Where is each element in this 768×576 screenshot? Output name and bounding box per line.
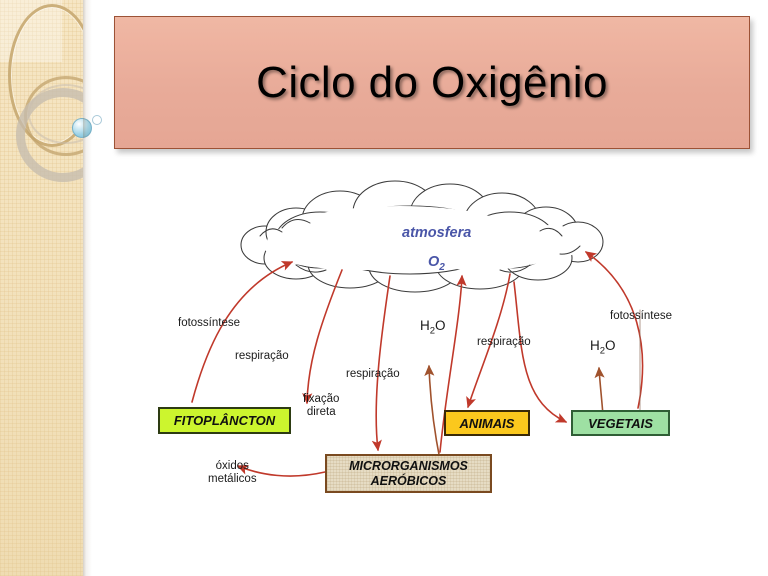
oxygen-cycle-diagram: atmosfera O2 fotossíntese respiração fix… (110, 170, 750, 540)
arrow-animais-vegetais (513, 281, 568, 423)
label-respiracao-right: respiração (477, 336, 531, 348)
label-fotossintese-right: fotossíntese (610, 310, 673, 322)
label-respiracao-left: respiração (235, 350, 289, 362)
arrow-respiracao-microrganismos (439, 274, 467, 453)
grey-ring-decoration-2 (28, 84, 83, 144)
page-title: Ciclo do Oxigênio (256, 57, 608, 107)
sidebar-shadow (83, 0, 92, 576)
cloud-label-o2: O2 (428, 254, 445, 273)
arrow-fotossintese-vegetais (584, 251, 644, 409)
label-fotossintese-left: fotossíntese (178, 317, 241, 329)
cloud-label-atmosfera: atmosfera (402, 225, 472, 241)
arrow-respiracao-fitoplancton (302, 269, 343, 405)
diagram-graphics (191, 180, 644, 477)
arrow-fotossintese-fitoplancton (191, 261, 294, 403)
decorative-sidebar (0, 0, 83, 576)
box-micro-line2: AERÓBICOS (370, 473, 447, 488)
arrow-oxidos-metalicos (236, 465, 326, 477)
blue-sphere-icon (72, 118, 92, 138)
label-h2o-right: H2O (590, 338, 616, 357)
box-microrganismos-aerobicos[interactable]: MICRORGANISMOS AERÓBICOS (325, 454, 492, 493)
slide-title-bar: Ciclo do Oxigênio (114, 16, 750, 149)
label-h2o-mid: H2O (420, 318, 446, 337)
arrow-fixacao-direta (371, 275, 391, 452)
label-respiracao-mid: respiração (346, 368, 400, 380)
arrow-h2o-mid (424, 364, 441, 461)
box-animais[interactable]: ANIMAIS (444, 410, 530, 436)
box-fitoplancton[interactable]: FITOPLÂNCTON (158, 407, 291, 434)
box-micro-line1: MICRORGANISMOS (349, 458, 468, 473)
arrow-respiracao-animais (466, 273, 511, 409)
small-circle-icon (92, 115, 102, 125)
box-vegetais[interactable]: VEGETAIS (571, 410, 670, 436)
